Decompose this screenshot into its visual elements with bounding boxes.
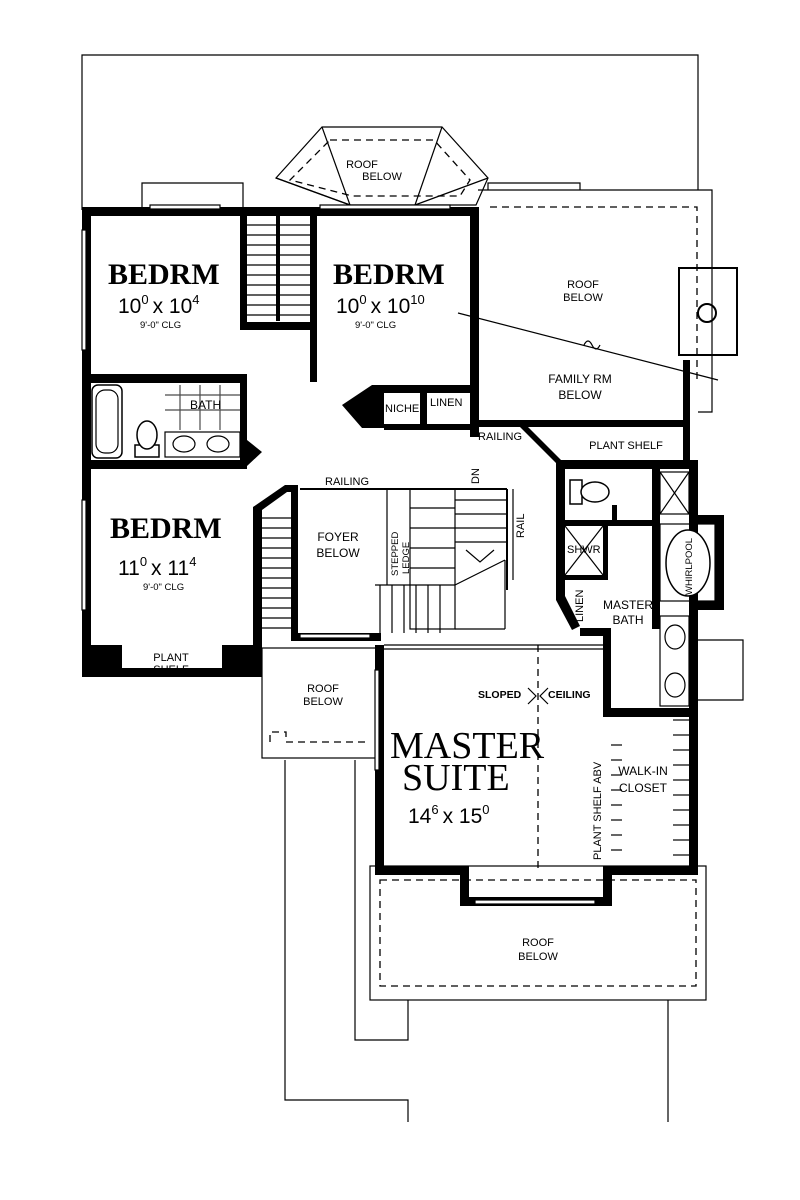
roof-right-line2: BELOW bbox=[563, 292, 603, 304]
bedroom-1: BEDRM 100 x 104 9'-0" CLG bbox=[108, 258, 220, 331]
bedroom-3-ceiling: 9'-0" CLG bbox=[143, 582, 184, 593]
plant-shelf-left-line1: PLANT bbox=[153, 652, 189, 664]
ceiling-label: CEILING bbox=[548, 689, 591, 701]
bedroom-3-name: BEDRM bbox=[110, 512, 222, 545]
master-suite-dim-a: 14 bbox=[408, 805, 432, 828]
linen-hall-label: LINEN bbox=[430, 397, 462, 409]
railing-upper-label: RAILING bbox=[478, 431, 522, 443]
bedroom-3: BEDRM 110 x 114 9'-0" CLG bbox=[110, 512, 222, 593]
bedroom-2-ceiling: 9'-0" CLG bbox=[355, 320, 396, 331]
roof-top-line2: BELOW bbox=[362, 171, 402, 183]
sloped-label: SLOPED bbox=[478, 689, 522, 701]
roof-left-line1: ROOF bbox=[307, 683, 339, 695]
bedroom-3-dim-a: 11 bbox=[118, 557, 140, 580]
plant-shelf-abv-label: PLANT SHELF ABV bbox=[592, 761, 604, 860]
sloped-arrow-icon bbox=[527, 687, 537, 705]
stair-dn-label: DN bbox=[470, 468, 482, 484]
master-suite-sup-b: 0 bbox=[482, 802, 489, 817]
family-room-line1: FAMILY RM bbox=[548, 372, 612, 386]
master-bath-line2: BATH bbox=[612, 613, 643, 627]
plant-shelf-left-line2: SHELF bbox=[153, 664, 189, 676]
whirlpool-label: WHIRLPOOL bbox=[684, 538, 695, 595]
bedroom-2-sup-a: 0 bbox=[359, 292, 366, 307]
foyer-line1: FOYER bbox=[317, 530, 359, 544]
family-room-line2: BELOW bbox=[558, 388, 602, 402]
plant-shelf-right-label: PLANT SHELF bbox=[589, 440, 663, 452]
roof-bottom-line2: BELOW bbox=[518, 951, 558, 963]
master-suite-line2: SUITE bbox=[402, 757, 510, 799]
bedroom-1-ceiling: 9'-0" CLG bbox=[140, 320, 181, 331]
bedroom-3-dim-b: x 11 bbox=[151, 557, 189, 580]
rail-label: RAIL bbox=[515, 514, 527, 538]
bedroom-2-dim-b: x 10 bbox=[371, 295, 411, 318]
railing-lower-label: RAILING bbox=[325, 476, 369, 488]
ceiling-arrow-icon bbox=[539, 687, 549, 705]
bath-label: BATH bbox=[190, 398, 221, 412]
shower-label: SHWR bbox=[567, 544, 601, 556]
master-suite-sup-a: 6 bbox=[431, 802, 438, 817]
bedroom-1-sup-b: 4 bbox=[192, 292, 199, 307]
roof-bottom-line1: ROOF bbox=[522, 937, 554, 949]
fixtures bbox=[81, 204, 716, 905]
room-annotations: ROOF BELOW ROOF BELOW FAMILY RM BELOW BA… bbox=[153, 159, 695, 963]
bedroom-1-dim-b: x 10 bbox=[153, 295, 193, 318]
bedroom-3-sup-a: 0 bbox=[140, 554, 147, 569]
lot-outline bbox=[81, 54, 744, 1122]
bedroom-1-sup-a: 0 bbox=[141, 292, 148, 307]
master-suite-dim-b: x 15 bbox=[443, 805, 483, 828]
bedroom-1-dim-a: 10 bbox=[118, 295, 141, 318]
bedroom-1-name: BEDRM bbox=[108, 258, 220, 291]
bedroom-2-name: BEDRM bbox=[333, 258, 445, 291]
interior-walls bbox=[82, 207, 698, 872]
master-bath-line1: MASTER bbox=[603, 598, 653, 612]
niche-label: NICHE bbox=[385, 403, 419, 415]
roof-left-line2: BELOW bbox=[303, 696, 343, 708]
stepped-ledge-line1: STEPPED bbox=[390, 532, 401, 576]
bedroom-2-dim-a: 10 bbox=[336, 295, 359, 318]
master-suite: MASTER SUITE 146 x 150 bbox=[390, 725, 545, 828]
bedroom-3-sup-b: 4 bbox=[189, 554, 196, 569]
roof-right-line1: ROOF bbox=[567, 279, 599, 291]
linen-master-label: LINEN bbox=[574, 590, 586, 622]
master-suite-line1: MASTER bbox=[390, 725, 545, 767]
walk-in-line2: CLOSET bbox=[619, 781, 668, 795]
roof-top-line1: ROOF bbox=[346, 159, 378, 171]
stepped-ledge-line2: LEDGE bbox=[401, 542, 412, 574]
walk-in-line1: WALK-IN bbox=[618, 764, 668, 778]
foyer-line2: BELOW bbox=[316, 546, 360, 560]
bedroom-2-sup-b: 10 bbox=[410, 292, 424, 307]
